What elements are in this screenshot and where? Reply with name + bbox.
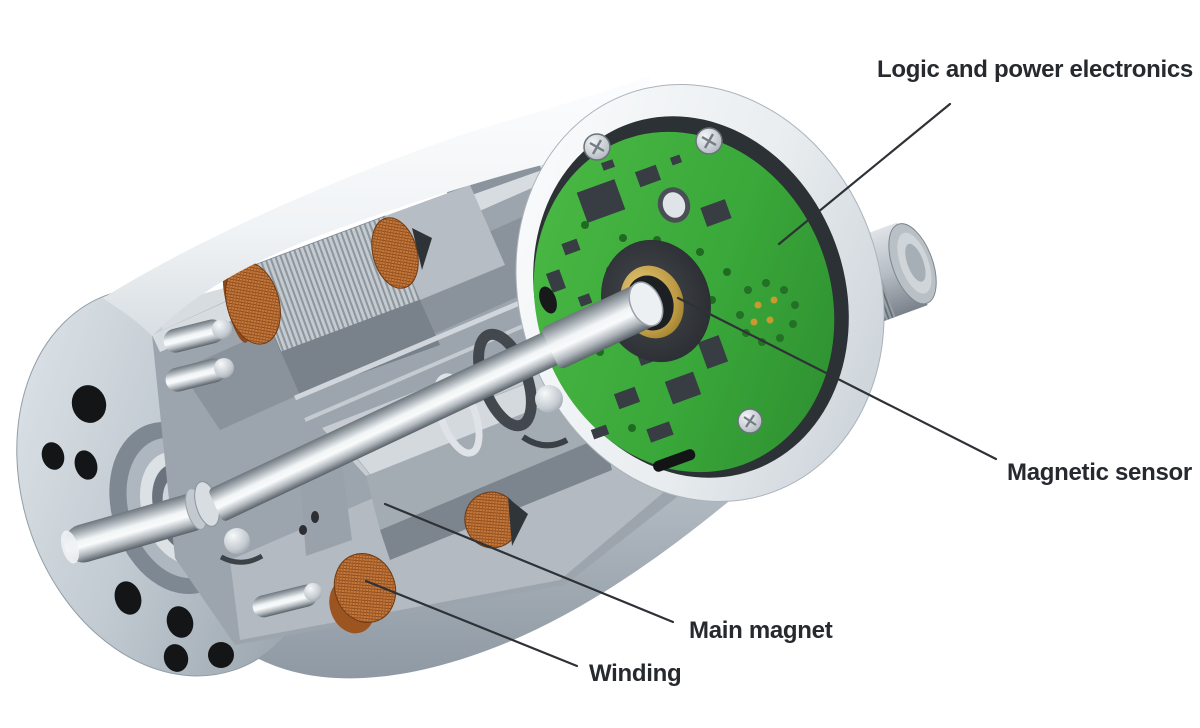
shaft-end-face [628,281,664,327]
stator-winding-top-right [371,217,432,289]
stator-winding-bottom-left [329,553,397,634]
motor-shaft [60,281,664,564]
leader-line-sensor [676,296,998,461]
label-winding: Winding [589,660,682,687]
front-bearing-clip [219,553,264,565]
pcb-via-cluster [736,279,799,346]
front-bearing-ball [224,528,250,554]
label-main-magnet: Main magnet [689,617,833,644]
label-magnetic-sensor: Magnetic sensor [1007,459,1192,486]
pcb-screws [583,127,763,434]
leader-line-logic [777,102,952,246]
stator-winding-bottom-right [464,491,528,549]
housing-top-shell [103,76,650,336]
flange-mounting-holes [41,385,234,672]
leader-line-winding [364,579,579,668]
housing-pins [163,319,322,618]
label-logic-and-power-electronics: Logic and power electronics [877,56,1193,83]
leader-line-magnet [383,502,675,624]
